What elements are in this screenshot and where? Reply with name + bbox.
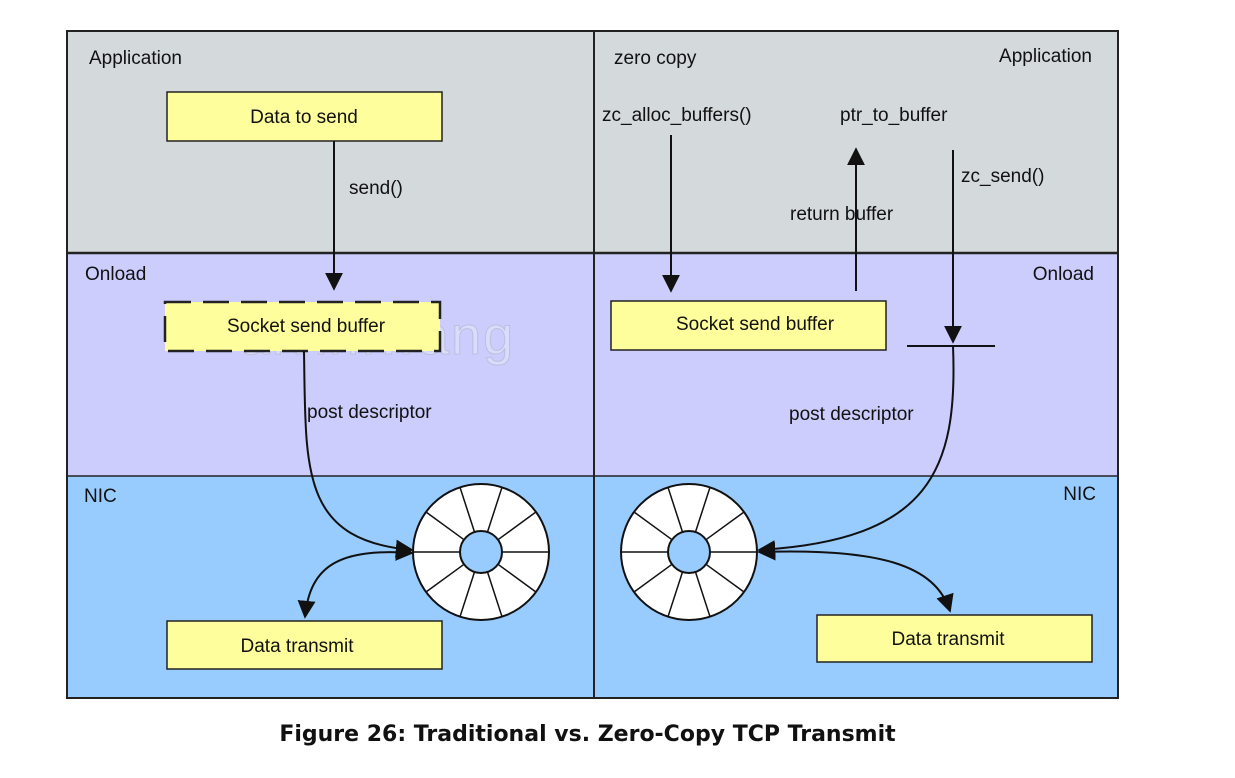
return-buffer-label: return buffer: [790, 204, 894, 225]
left-nic-label: NIC: [84, 486, 117, 507]
right-post-descriptor-label: post descriptor: [789, 404, 914, 425]
figure-caption: Figure 26: Traditional vs. Zero-Copy TCP…: [279, 722, 896, 747]
left-data-transmit-label: Data transmit: [241, 636, 355, 657]
right-data-transmit-label: Data transmit: [892, 629, 1006, 650]
send-label: send(): [349, 178, 403, 199]
left-post-descriptor-label: post descriptor: [307, 402, 432, 423]
diagram: alvin.wang Application Onload NIC Data t…: [66, 30, 1119, 699]
left-socket-buffer-box: [163, 300, 442, 353]
zero-copy-title: zero copy: [614, 48, 697, 69]
left-onload-label: Onload: [85, 264, 146, 285]
left-application-label: Application: [89, 48, 182, 69]
left-data-transmit-box: [166, 620, 443, 670]
right-descriptor-ring: [620, 483, 758, 621]
left-socket-buffer-label: Socket send buffer: [227, 316, 386, 337]
right-socket-buffer-label: Socket send buffer: [676, 314, 835, 335]
right-transmit-arrow: [757, 542, 954, 613]
application-band: [67, 31, 1118, 253]
left-transmit-arrow: [297, 542, 414, 619]
ptr-to-buffer-label: ptr_to_buffer: [840, 105, 948, 126]
right-data-transmit-box: [816, 614, 1093, 663]
data-to-send-label: Data to send: [250, 107, 358, 128]
right-socket-buffer-box: [610, 300, 887, 351]
zc-send-label: zc_send(): [961, 166, 1044, 187]
data-to-send-box: [166, 91, 443, 142]
zc-alloc-buffers-label: zc_alloc_buffers(): [602, 105, 752, 126]
onload-band: [67, 253, 1118, 476]
right-application-label: Application: [999, 46, 1092, 67]
right-nic-label: NIC: [1063, 484, 1096, 505]
right-onload-label: Onload: [1033, 264, 1094, 285]
diagram-border: [66, 30, 1119, 699]
left-descriptor-ring: [412, 483, 550, 621]
